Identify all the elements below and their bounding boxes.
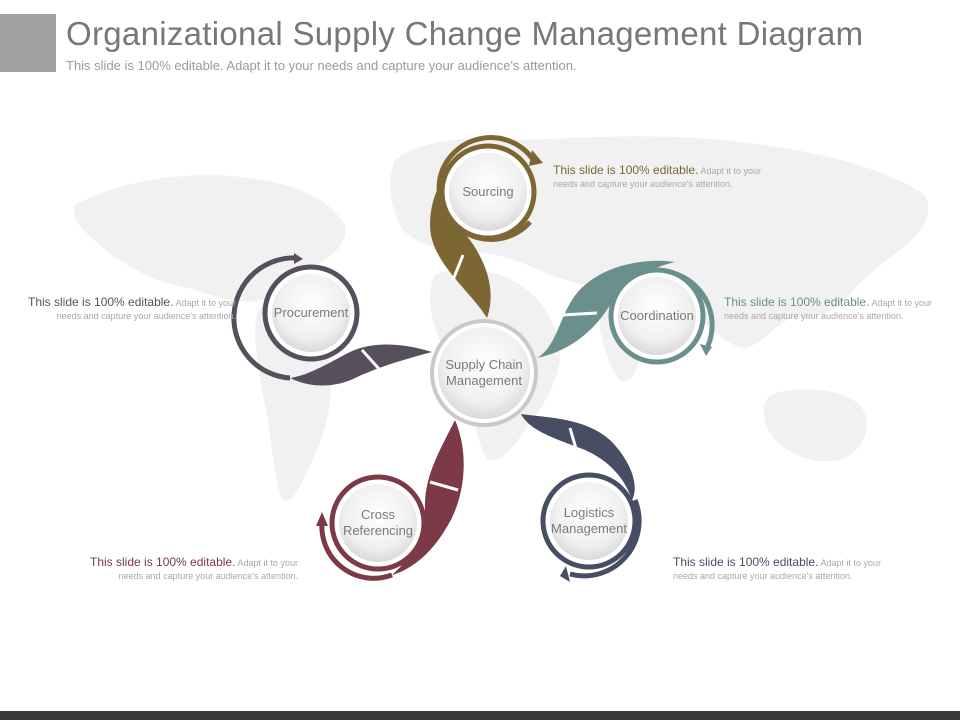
ring-cross-referencing: [316, 512, 393, 581]
petal-procurement: [290, 344, 432, 386]
node-label-logistics: Logistics Management: [551, 505, 627, 536]
node-disc-sourcing: [439, 143, 537, 241]
bottom-bar: [0, 711, 960, 720]
petal-cross-referencing: [392, 420, 464, 575]
ring-logistics: [560, 499, 642, 582]
callout-sourcing-highlight: This slide is 100% editable.: [553, 163, 699, 177]
petal-logistics: [521, 414, 635, 500]
title-accent-block: [0, 14, 56, 72]
callout-cross-referencing-text: Adapt it to your needs and capture your …: [118, 558, 298, 581]
callout-coordination: This slide is 100% editable. Adapt it to…: [724, 296, 934, 323]
center-disc: [430, 319, 538, 427]
callout-procurement-highlight: This slide is 100% editable.: [28, 295, 174, 309]
callout-coordination-highlight: This slide is 100% editable.: [724, 295, 870, 309]
callout-cross-referencing-highlight: This slide is 100% editable.: [90, 555, 236, 569]
node-disc-coordination: [608, 267, 706, 365]
node-label-coordination: Coordination: [620, 308, 694, 323]
callout-sourcing-text: Adapt it to your needs and capture your …: [553, 166, 761, 189]
callout-procurement-text: Adapt it to your needs and capture your …: [56, 298, 236, 321]
callout-logistics-text: Adapt it to your needs and capture your …: [673, 558, 881, 581]
node-disc-procurement: [262, 264, 360, 362]
center-label: Supply Chain Management: [445, 357, 523, 388]
node-label-sourcing: Sourcing: [462, 184, 514, 199]
callout-logistics: This slide is 100% editable. Adapt it to…: [673, 556, 883, 583]
node-label-cross-referencing: Cross Referencing: [342, 507, 414, 538]
petal-coordination: [537, 260, 675, 358]
node-disc-logistics: [540, 472, 638, 570]
callout-cross-referencing: This slide is 100% editable. Adapt it to…: [88, 556, 298, 583]
callout-logistics-highlight: This slide is 100% editable.: [673, 555, 819, 569]
page-title: Organizational Supply Change Management …: [66, 15, 864, 52]
ring-procurement: [231, 253, 303, 381]
callout-coordination-text: Adapt it to your needs and capture your …: [724, 298, 932, 321]
node-label-procurement: Procurement: [273, 305, 349, 320]
callout-sourcing: This slide is 100% editable. Adapt it to…: [553, 164, 763, 191]
page-subtitle: This slide is 100% editable. Adapt it to…: [66, 58, 577, 73]
callout-procurement: This slide is 100% editable. Adapt it to…: [26, 296, 236, 323]
node-disc-cross-referencing: [329, 474, 427, 572]
